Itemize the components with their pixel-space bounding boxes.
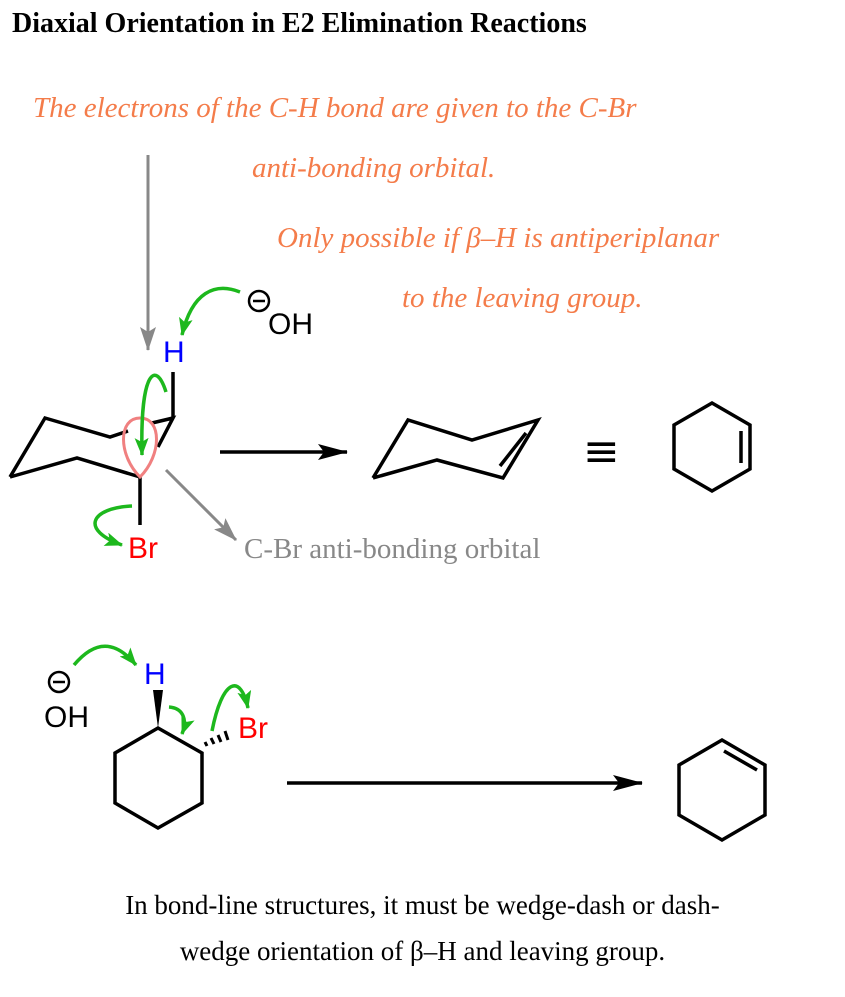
annotation-electrons-line1: The electrons of the C-H bond are given … (33, 92, 637, 124)
negative-charge-icon (247, 289, 271, 313)
caption-line1: In bond-line structures, it must be wedg… (125, 890, 720, 920)
product-cyclohexene-bondline (672, 400, 752, 494)
green-arrow-oh-to-h-bottom (72, 644, 138, 667)
product-chair-cyclohexene (371, 417, 542, 481)
hydroxide: OH (268, 308, 313, 341)
antibonding-orbital-lobe (122, 416, 158, 480)
green-arrow-br-leave (93, 504, 133, 547)
gray-arrow-orbital (164, 468, 238, 542)
equivalent-symbol: ≡ (583, 426, 620, 477)
green-arrow-br-leave-bottom (210, 684, 252, 732)
green-arrow-oh-to-h (179, 286, 241, 336)
annotation-antiperiplanar-line2: to the leaving group. (402, 282, 643, 314)
green-arrow-ch-bond-bottom (168, 705, 195, 735)
reactant-cyclohexane-bondline (113, 725, 204, 831)
hydrogen-atom: H (163, 336, 185, 369)
reactant-chair-cyclohexane (8, 372, 177, 525)
dash-bond (203, 730, 230, 747)
page-title: Diaxial Orientation in E2 Elimination Re… (12, 8, 587, 39)
caption-line2: wedge orientation of β–H and leaving gro… (179, 936, 666, 966)
negative-charge-icon-bottom (47, 670, 71, 694)
product-cyclohexene-bottom (677, 737, 767, 843)
wedge-bond (153, 690, 163, 728)
hydroxide-bottom: OH (44, 701, 89, 734)
bromine-atom: Br (128, 532, 158, 565)
bromine-atom-bottom: Br (238, 712, 268, 745)
hydrogen-atom-bottom: H (144, 658, 166, 691)
orbital-label: C-Br anti-bonding orbital (244, 533, 541, 565)
green-arrow-ch-bond (134, 373, 168, 456)
annotation-antiperiplanar-line1: Only possible if β–H is antiperiplanar (277, 222, 720, 254)
annotation-electrons-line2: anti-bonding orbital. (252, 152, 496, 184)
